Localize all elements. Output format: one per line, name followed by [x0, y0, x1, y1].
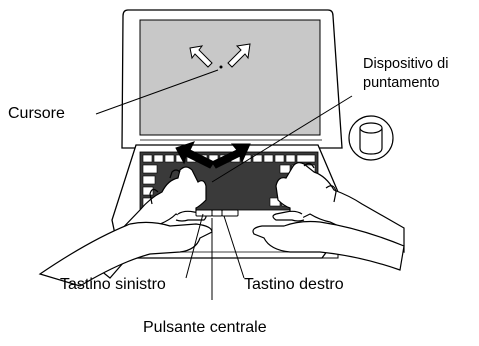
center-button-label: Pulsante centrale — [143, 319, 267, 336]
cursor-dot — [219, 65, 223, 69]
pointing-device-label: Dispositivo di puntamento — [363, 55, 448, 93]
left-button-label: Tastino sinistro — [60, 276, 166, 293]
pointing-stick-icon — [348, 115, 394, 161]
movement-arrows-icon — [175, 141, 251, 169]
laptop-screen — [139, 19, 321, 136]
right-button-label: Tastino destro — [244, 276, 344, 293]
cursor-label: Cursore — [8, 105, 65, 122]
wrist-shapes — [38, 220, 405, 287]
pointing-device-label-line1: Dispositivo di — [363, 56, 449, 72]
pointing-device-label-line2: puntamento — [363, 75, 440, 91]
trackpoint-buttons — [195, 209, 239, 217]
cursor-arrows-icon — [189, 43, 251, 68]
callout-lines — [95, 69, 353, 300]
